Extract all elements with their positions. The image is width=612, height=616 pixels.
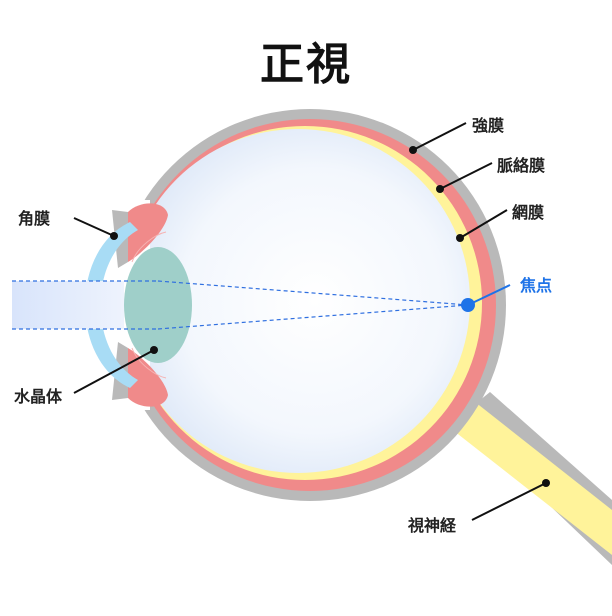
vitreous-body bbox=[126, 129, 470, 473]
leader-dots bbox=[110, 146, 550, 487]
label-optic-nerve: 視神経 bbox=[408, 516, 457, 535]
page-title: 正視 bbox=[260, 39, 352, 90]
label-cornea: 角膜 bbox=[18, 209, 51, 228]
cornea bbox=[85, 222, 138, 388]
label-lens: 水晶体 bbox=[14, 387, 63, 406]
label-sclera: 強膜 bbox=[472, 116, 505, 135]
label-retina: 網膜 bbox=[512, 203, 545, 222]
light-beam bbox=[12, 281, 124, 329]
lens bbox=[124, 247, 192, 363]
leader-lines bbox=[73, 122, 547, 521]
light-rays bbox=[12, 280, 469, 330]
label-focal-point: 焦点 bbox=[520, 276, 553, 295]
optic-nerve bbox=[440, 392, 612, 565]
label-choroid: 脈絡膜 bbox=[497, 156, 546, 175]
